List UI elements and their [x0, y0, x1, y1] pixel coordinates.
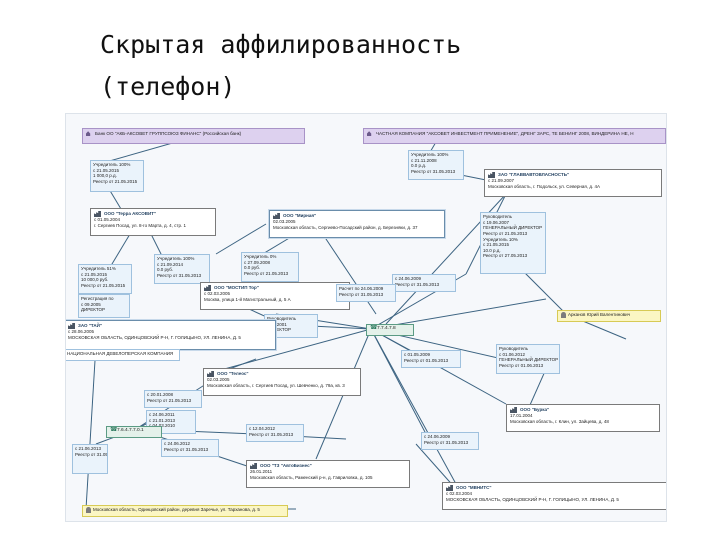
phone-node-center[interactable]: ☎7.7.4.7.8 — [366, 324, 414, 336]
factory-icon — [250, 463, 257, 469]
factory-icon — [488, 172, 495, 178]
edge — [215, 223, 267, 255]
edge — [415, 443, 457, 490]
page-title: Скрытая аффилированность — [100, 30, 462, 59]
edge — [370, 328, 457, 485]
phone-node-left[interactable]: ☎7.6.4.7.7.0.1 — [106, 426, 162, 438]
address-node[interactable]: Московская область, Одинцовский район, д… — [82, 505, 288, 517]
location-icon — [86, 507, 91, 513]
company-icon — [367, 131, 372, 137]
foreign-company-node[interactable]: ЧАСТНАЯ КОМПАНИЯ "АКСОВЕТ ИНВЕСТМЕНТ ПРИ… — [363, 128, 666, 144]
factory-icon — [273, 213, 280, 219]
person-icon — [561, 312, 566, 318]
bank-node[interactable]: Банк ОО "АКБ-АКСОВЕТ ГРУППСОЮЗ ФИНАНС" (… — [82, 128, 305, 144]
factory-icon — [68, 323, 75, 329]
factory-icon — [204, 285, 211, 291]
foreign-company-node-label: ЧАСТНАЯ КОМПАНИЯ "АКСОВЕТ ИНВЕСТМЕНТ ПРИ… — [376, 131, 634, 136]
factory-icon — [207, 371, 214, 377]
edge — [105, 141, 177, 163]
bank-node-label: Банк ОО "АКБ-АКСОВЕТ ГРУППСОЮЗ ФИНАНС" (… — [95, 131, 242, 136]
affiliation-graph[interactable]: Банк ОО "АКБ-АКСОВЕТ ГРУППСОЮЗ ФИНАНС" (… — [65, 113, 667, 522]
edge — [205, 328, 372, 375]
edge — [85, 343, 97, 510]
company-subtitle: НАЦИОНАЛЬНАЯ ДЕВЕЛОПЕРСКАЯ КОМПАНИЯ — [66, 349, 180, 361]
bank-icon — [86, 131, 91, 137]
factory-icon — [446, 485, 453, 491]
factory-icon — [510, 407, 517, 413]
factory-icon — [94, 211, 101, 217]
page-subtitle: (телефон) — [100, 72, 236, 101]
phone-icon: ☎ — [110, 427, 118, 433]
person-node[interactable]: Арканов Юрий Валентинович — [557, 310, 661, 322]
phone-icon: ☎ — [370, 325, 378, 331]
